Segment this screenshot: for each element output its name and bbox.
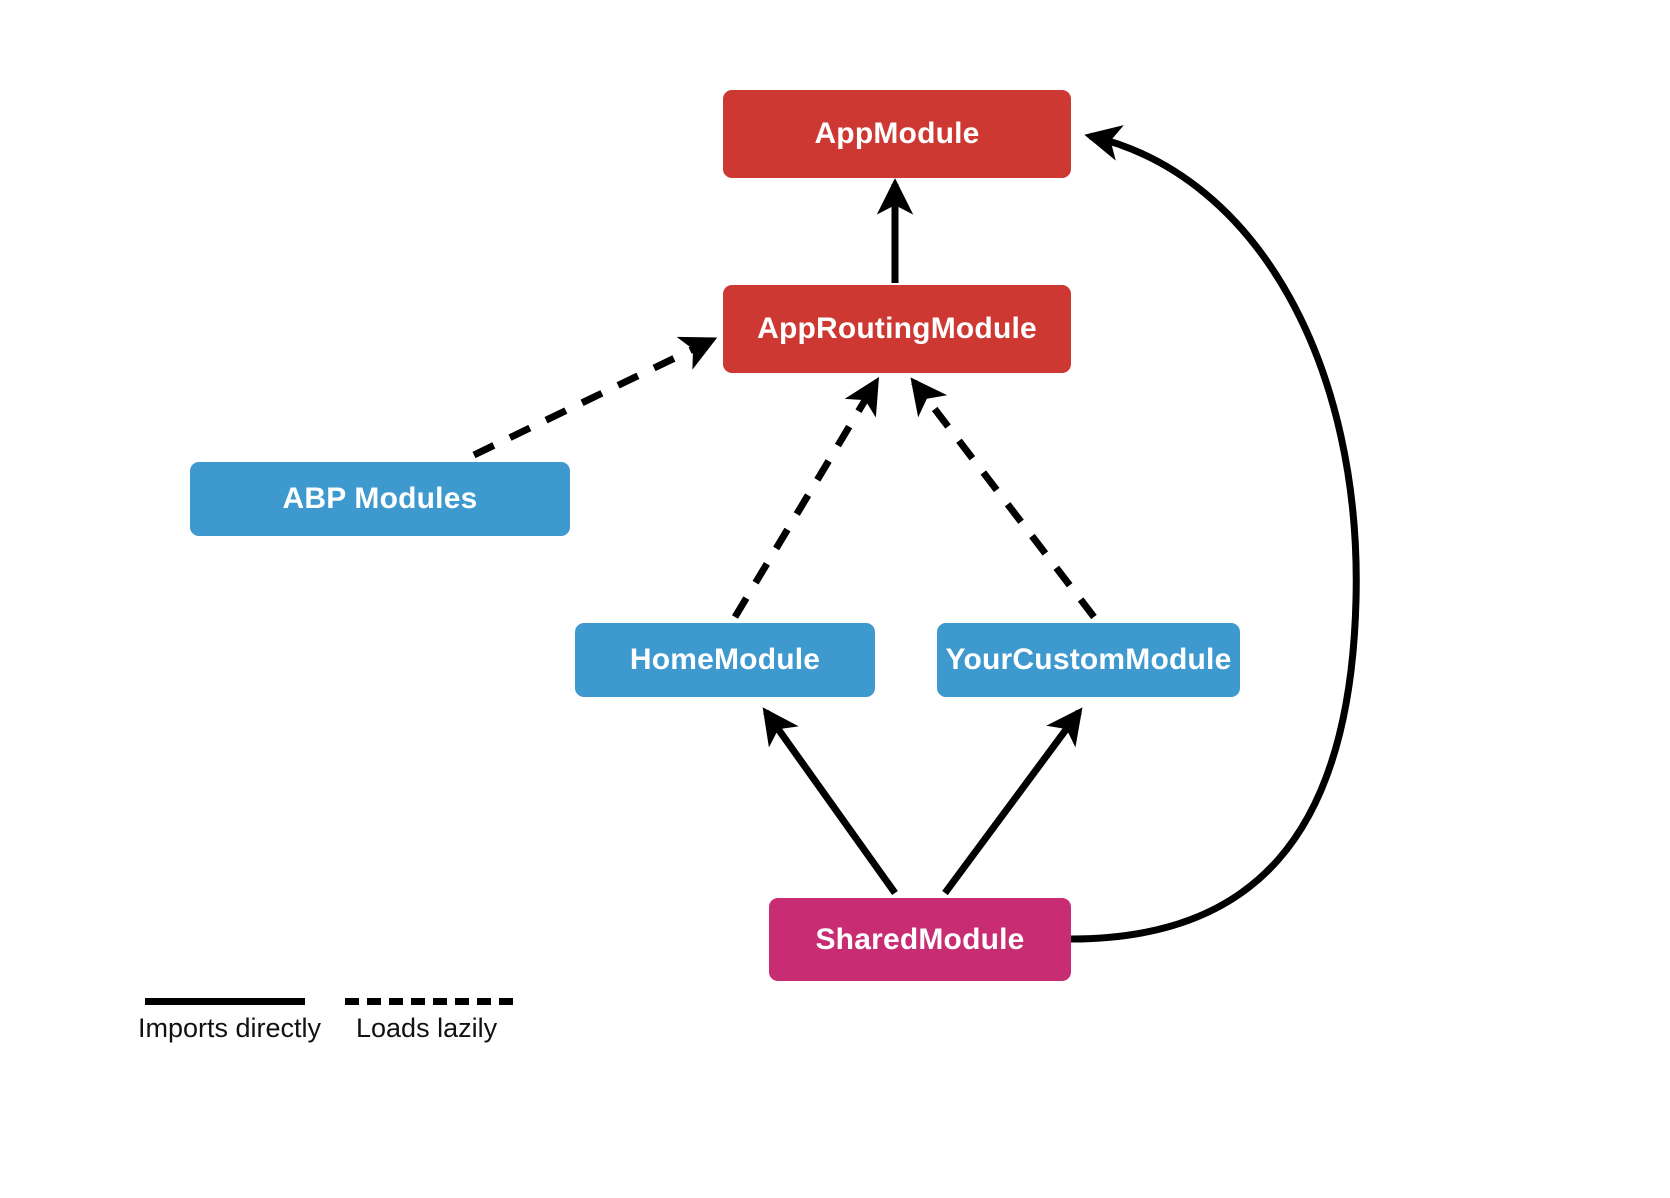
node-home-module-label: HomeModule	[629, 643, 821, 676]
legend-imports-directly-label: Imports directly	[138, 1013, 322, 1043]
edge-abp-to-app-routing	[472, 336, 718, 459]
edge-shared-to-home	[762, 707, 898, 896]
legend-loads-lazily-label: Loads lazily	[356, 1013, 498, 1043]
legend-imports-directly-line	[145, 998, 305, 1005]
node-app-module[interactable]: AppModule	[723, 90, 1071, 178]
edge-home-to-app-routing	[731, 377, 880, 619]
node-your-custom-module-label: YourCustomModule	[945, 643, 1232, 676]
legend-loads-lazily-line	[345, 998, 513, 1005]
node-abp-modules-label: ABP Modules	[282, 482, 478, 515]
node-shared-module[interactable]: SharedModule	[769, 898, 1071, 981]
edge-shared-to-app	[1070, 125, 1360, 943]
node-home-module[interactable]: HomeModule	[575, 623, 875, 697]
edge-your-custom-to-app-routing	[910, 377, 1097, 620]
node-app-routing-module-label: AppRoutingModule	[757, 312, 1037, 345]
node-shared-module-label: SharedModule	[815, 922, 1025, 956]
node-app-routing-module[interactable]: AppRoutingModule	[723, 285, 1071, 373]
node-abp-modules[interactable]: ABP Modules	[190, 462, 570, 536]
node-app-module-label: AppModule	[814, 117, 980, 150]
edge-shared-to-your-custom	[942, 707, 1083, 896]
node-your-custom-module[interactable]: YourCustomModule	[937, 623, 1240, 697]
